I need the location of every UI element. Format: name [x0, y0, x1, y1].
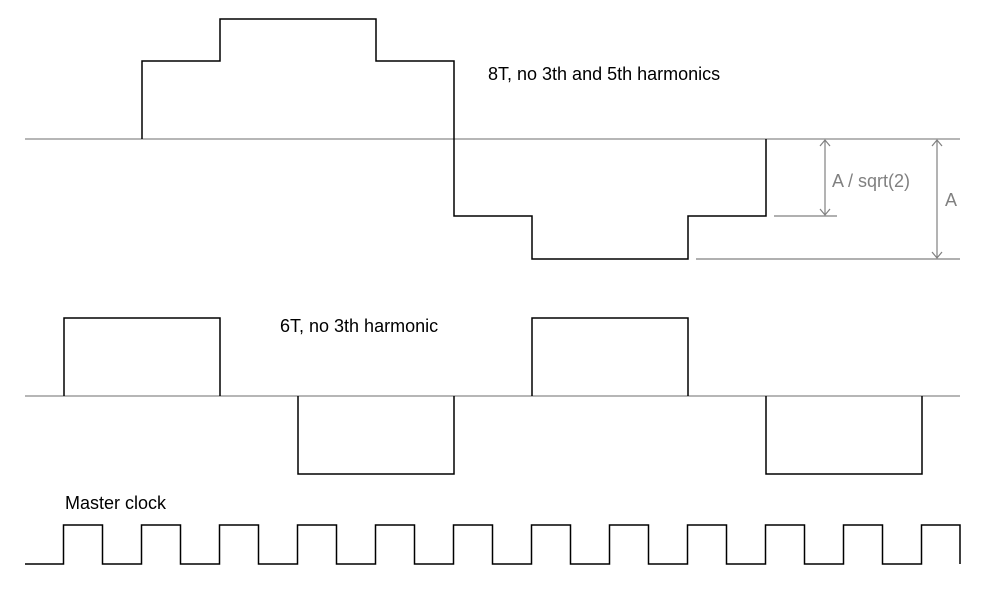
- eight-t-waveform: [141, 18, 767, 260]
- master-clock-label: Master clock: [65, 493, 167, 513]
- master-clock-waveform: [25, 524, 961, 565]
- a-label: A: [945, 190, 957, 210]
- six-t-label: 6T, no 3th harmonic: [280, 316, 438, 336]
- a-dimension-arrow: [931, 139, 943, 259]
- a-sqrt2-label: A / sqrt(2): [832, 171, 910, 191]
- six-t-waveform: [63, 317, 923, 475]
- a-sqrt2-dimension-arrow: [819, 139, 831, 216]
- eight-t-label: 8T, no 3th and 5th harmonics: [488, 64, 720, 84]
